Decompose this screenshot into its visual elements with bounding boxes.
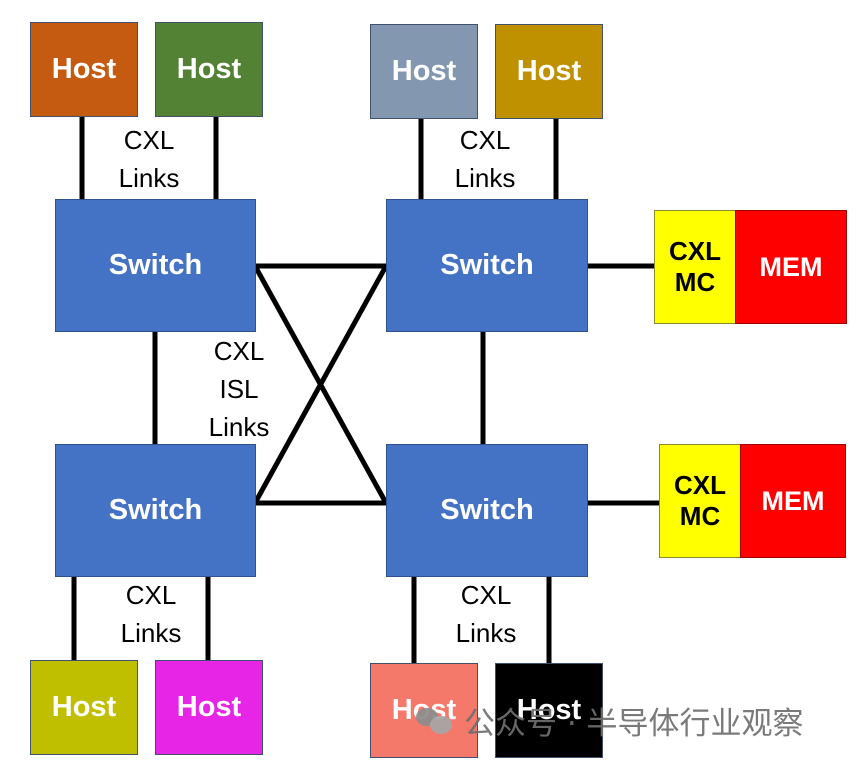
cxl-mc-line1: CXL xyxy=(674,469,726,500)
host-box: Host xyxy=(155,660,263,755)
switch-box: Switch xyxy=(55,199,256,332)
host-label: Host xyxy=(51,53,117,85)
mem-label: MEM xyxy=(761,485,825,516)
watermark: 公众号 · 半导体行业观察 xyxy=(416,698,804,743)
cxl-mc-line1: CXL xyxy=(669,235,721,266)
cxl-links-label: CXL Links xyxy=(118,125,180,193)
cxl-isl-links-label: CXL ISL Links xyxy=(208,336,270,442)
mem-box: MEM xyxy=(740,444,846,558)
host-box: Host xyxy=(30,660,138,755)
switch-label: Switch xyxy=(108,494,203,526)
cxl-mc-line2: MC xyxy=(674,267,716,297)
isl-link-line xyxy=(252,264,389,505)
cxl-links-label: CXL Links xyxy=(455,580,517,648)
host-label: Host xyxy=(516,55,582,87)
host-box: Host xyxy=(30,22,138,117)
host-label: Host xyxy=(391,55,457,87)
cxl-mc-line2: MC xyxy=(679,501,721,531)
mem-box: MEM xyxy=(735,210,847,324)
switch-box: Switch xyxy=(386,444,588,577)
host-box: Host xyxy=(370,24,478,119)
host-label: Host xyxy=(51,691,117,723)
cxl-links-label: CXL Links xyxy=(454,125,516,193)
switch-label: Switch xyxy=(440,494,534,526)
switch-label: Switch xyxy=(440,249,534,281)
watermark-text: 公众号 · 半导体行业观察 xyxy=(464,706,804,742)
host-box: Host xyxy=(155,22,263,117)
switch-box: Switch xyxy=(386,199,588,332)
wechat-icon xyxy=(416,706,454,736)
host-box: Host xyxy=(495,663,603,758)
host-label: Host xyxy=(176,691,242,723)
host-label: Host xyxy=(176,53,242,85)
mem-label: MEM xyxy=(759,251,823,282)
cxl-links-label: CXL Links xyxy=(120,580,182,648)
host-box: Host xyxy=(495,24,603,119)
switch-label: Switch xyxy=(108,249,203,281)
host-label: Host xyxy=(516,694,582,726)
switch-box: Switch xyxy=(55,444,256,577)
